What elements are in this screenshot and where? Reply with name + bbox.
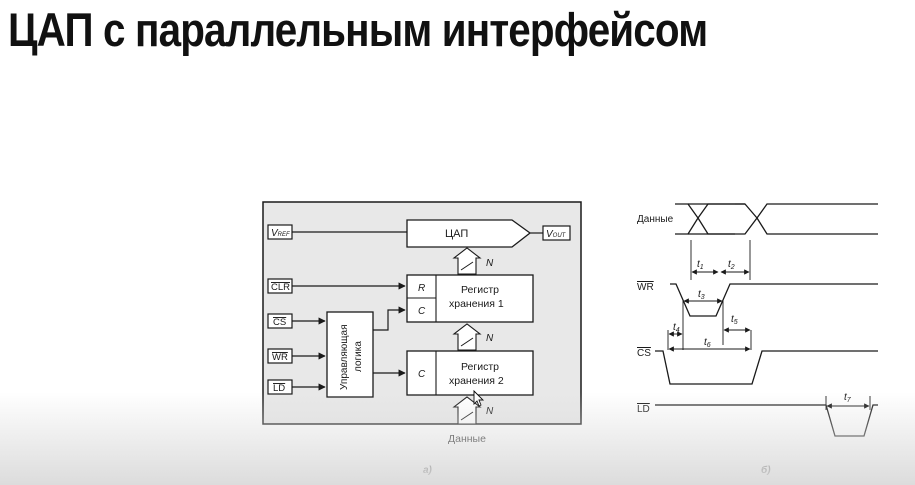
- cs-label: CS: [273, 317, 286, 328]
- vref-sub: REF: [278, 232, 290, 238]
- data-input-label: Данные: [448, 433, 486, 445]
- signal-cs-label: CS: [637, 348, 651, 359]
- wr-label: WR: [272, 352, 288, 363]
- signal-ld-label: LD: [637, 404, 650, 415]
- caption-a: а): [423, 465, 433, 476]
- reg2-line2: хранения 2: [449, 375, 504, 387]
- data-waveform: [675, 203, 878, 235]
- signal-wr-label: WR: [637, 282, 654, 293]
- bus-label-2: N: [486, 333, 494, 344]
- register-2: C Регистр хранения 2: [406, 350, 534, 396]
- register-1: R C Регистр хранения 1: [406, 274, 534, 323]
- reg1-r-label: R: [418, 283, 425, 294]
- vout-label: V: [546, 229, 554, 240]
- t7-label: t7: [844, 392, 852, 404]
- t1-label: t1: [697, 259, 704, 271]
- timing-diagram: Данные t1 t2 WR t3 t4 t5 t6: [637, 203, 878, 476]
- control-logic-block: Управляющая логика: [326, 311, 374, 398]
- reg1-c-label: C: [418, 306, 426, 317]
- t2-label: t2: [728, 259, 735, 271]
- wr-waveform: [670, 283, 878, 317]
- svg-text:VREF: VREF: [271, 228, 290, 239]
- dac-block: ЦАП: [406, 219, 532, 248]
- bus-label-3: N: [486, 406, 494, 417]
- svg-text:VOUT: VOUT: [546, 229, 567, 240]
- caption-b: б): [761, 464, 771, 476]
- clr-label: CLR: [271, 282, 290, 293]
- cs-waveform: [655, 350, 878, 385]
- reg1-line2: хранения 1: [449, 298, 504, 310]
- reg1-line1: Регистр: [461, 284, 499, 296]
- ld-pin: LD: [267, 379, 293, 395]
- reg2-line1: Регистр: [461, 361, 499, 373]
- vout-sub: OUT: [553, 233, 567, 239]
- ld-waveform: [655, 404, 878, 437]
- clr-pin: CLR: [267, 278, 293, 294]
- vout-pin: VOUT: [542, 225, 571, 241]
- vref-pin: VREF: [267, 224, 293, 240]
- t3-label: t3: [698, 289, 705, 301]
- cs-pin: CS: [267, 313, 293, 329]
- vref-label: V: [271, 228, 279, 239]
- bus-arrow-reg2-reg1: N: [452, 323, 494, 351]
- bus-arrow-reg1-dac: N: [452, 247, 494, 275]
- block-diagram: VREF ЦАП VOUT N R C Регистр хранения 1: [262, 201, 582, 476]
- t6-label: t6: [704, 337, 711, 349]
- bus-label: N: [486, 258, 494, 269]
- ld-label: LD: [273, 383, 285, 394]
- t4-label: t4: [673, 322, 680, 334]
- dac-label: ЦАП: [445, 228, 468, 240]
- slide-title: ЦАП с параллельным интерфейсом: [8, 3, 708, 56]
- signal-data-label: Данные: [637, 214, 674, 225]
- control-logic-line1: Управляющая: [339, 325, 350, 390]
- t5-label: t5: [731, 314, 738, 326]
- logic-to-reg1-wire: [373, 306, 406, 331]
- reg2-c-label: C: [418, 369, 426, 380]
- control-logic-line2: логика: [353, 341, 364, 372]
- wr-pin: WR: [267, 348, 293, 364]
